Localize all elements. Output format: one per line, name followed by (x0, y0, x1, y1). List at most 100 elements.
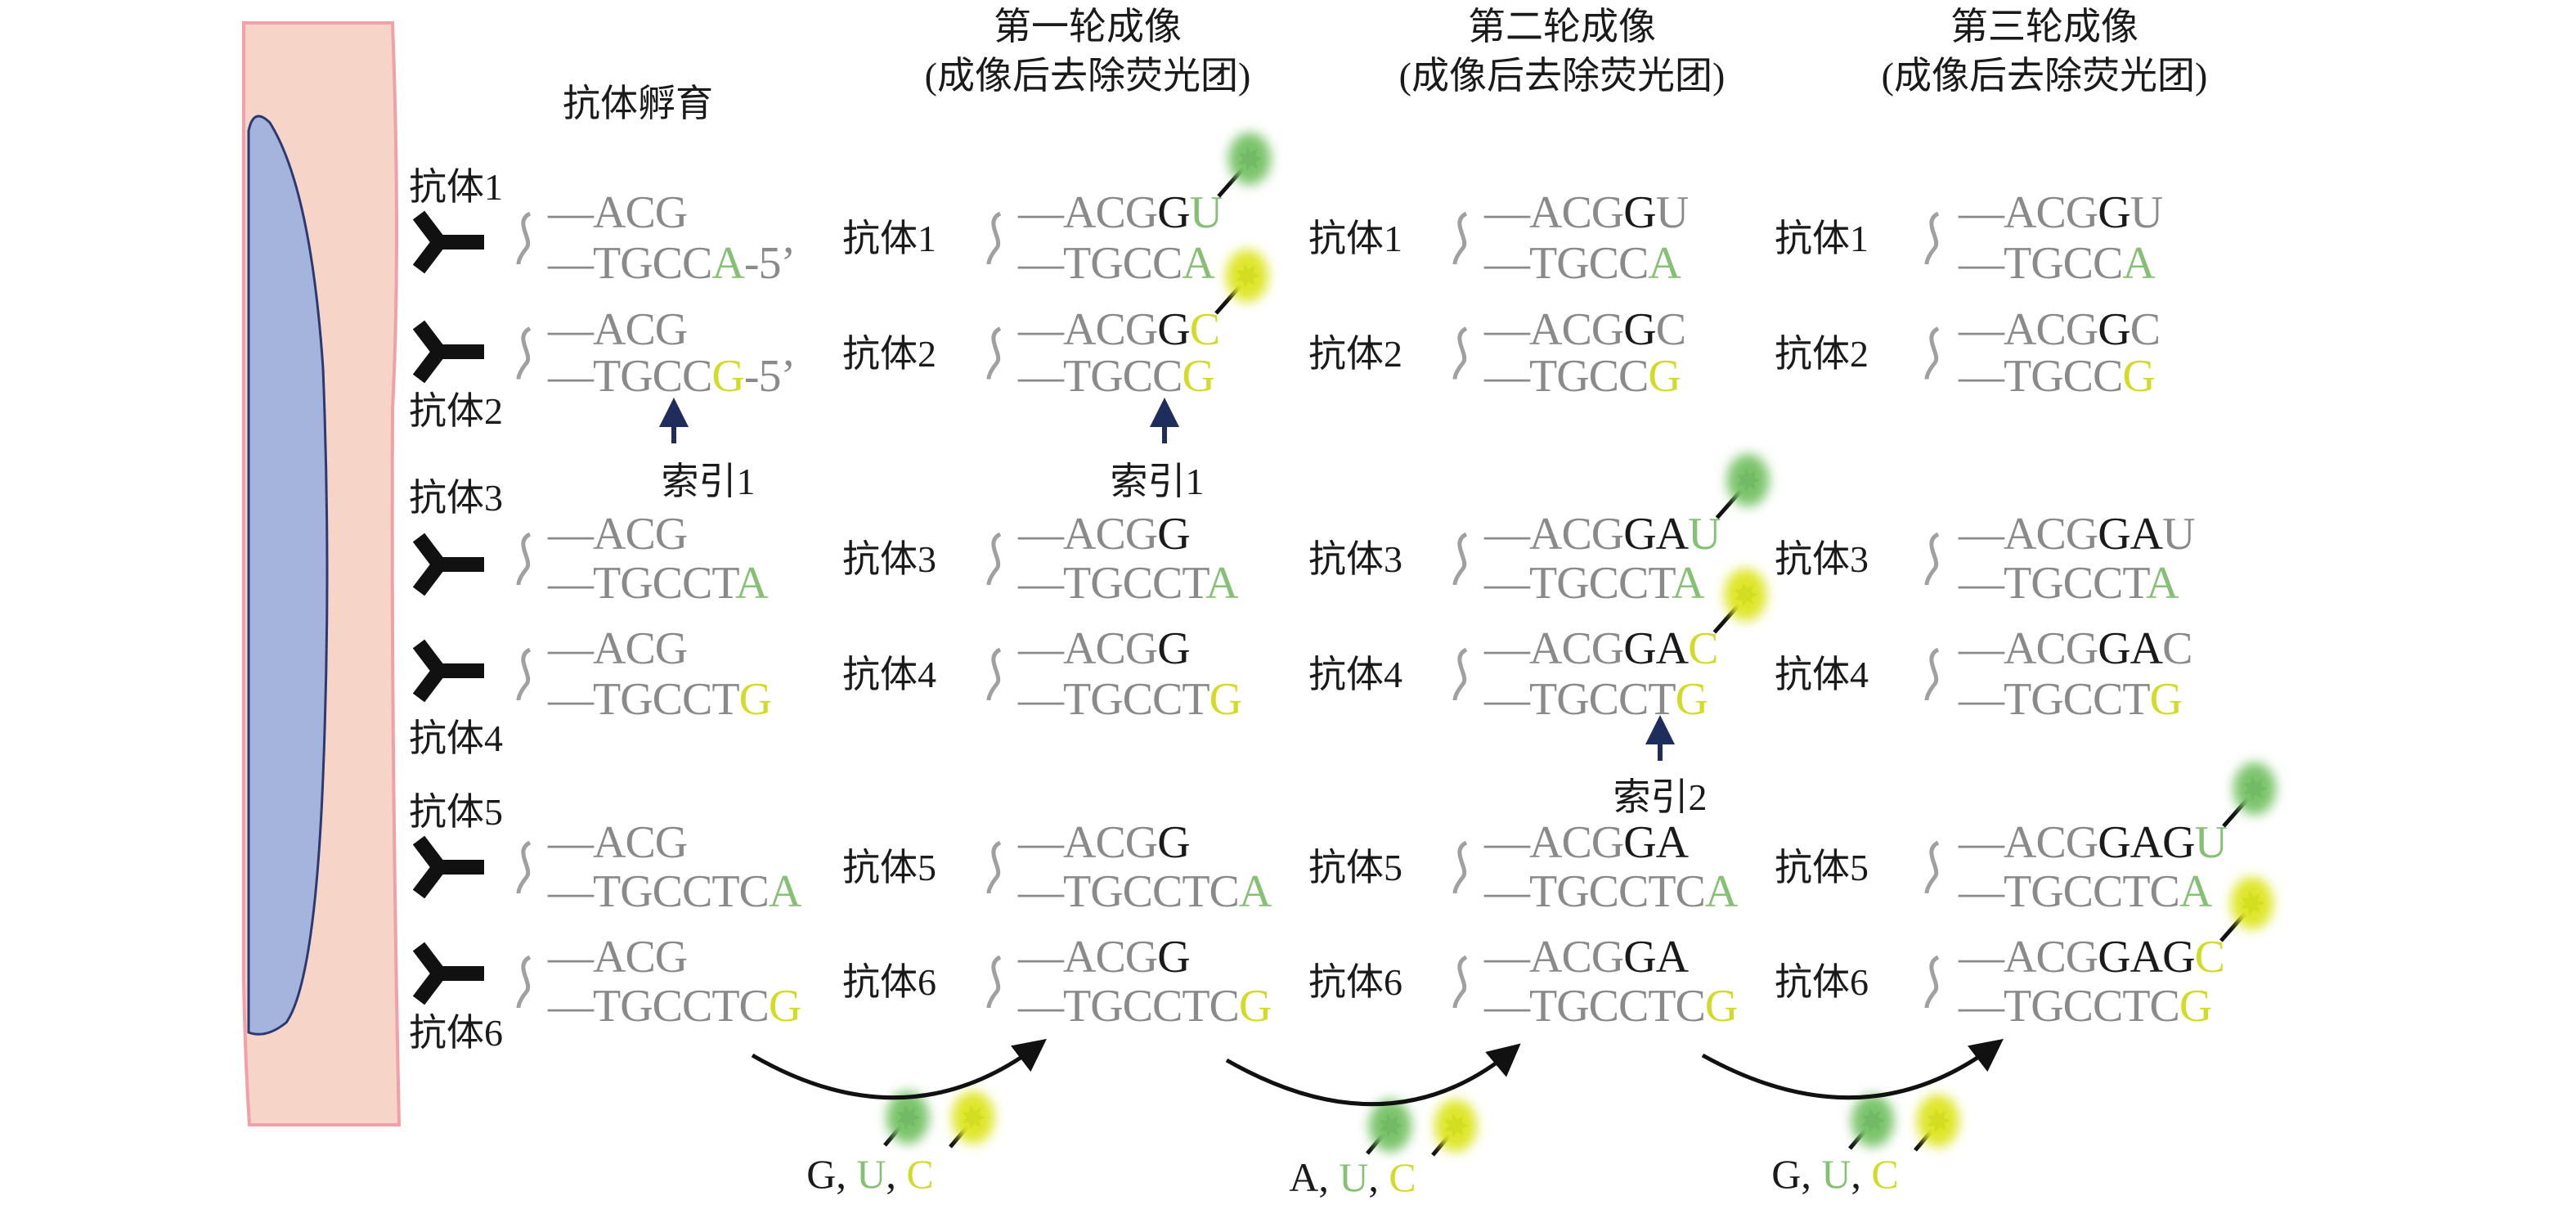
base-segment: G (1209, 674, 1242, 725)
base-segment: C (1189, 304, 1220, 355)
base-segment: —ACG (1018, 623, 1158, 674)
antibody-label: 抗体4 (1775, 654, 1869, 695)
antibody-label: 抗体5 (842, 847, 936, 888)
upper-strand: —ACGGA (1484, 820, 1689, 866)
base-segment: —TGCCTC (1484, 866, 1706, 917)
base-segment: GAG (2098, 932, 2195, 982)
antibody-label: 抗体3 (842, 538, 936, 580)
linker-squiggle-icon (1924, 211, 1940, 265)
antibody-label: 抗体4 (1308, 654, 1402, 695)
upper-strand: —ACGGAC (1959, 626, 2192, 672)
linker-squiggle-icon (516, 326, 532, 380)
antibody-icon (412, 835, 484, 899)
base-segment: —TGCC (548, 351, 712, 402)
upper-strand: —ACGGAC (1484, 623, 1718, 674)
base-segment: GA (1623, 509, 1689, 560)
base-segment: —ACG (1018, 187, 1158, 238)
antibody-label-5: 抗体5 (409, 791, 503, 833)
base-segment: A (2122, 238, 2155, 289)
upper-strand: —ACG (548, 820, 688, 866)
base-segment: —TGCCT (1959, 558, 2147, 609)
lower-strand: —TGCCTCG (1484, 983, 1738, 1029)
upper-strand: —ACGGAU (1959, 509, 2196, 560)
antibody-label: 抗体4 (842, 654, 936, 695)
linker-squiggle-icon (1452, 532, 1468, 586)
antibody-label: 抗体6 (1775, 961, 1869, 1003)
antibody-label: 抗体6 (842, 961, 936, 1003)
base-segment: —TGCC (1484, 351, 1649, 402)
lower-strand: —TGCCTA (1959, 560, 2179, 606)
upper-strand: —ACGG (1018, 623, 1191, 674)
base-segment: G (1182, 351, 1214, 402)
base-segment: U (1189, 187, 1223, 238)
base-segment: —TGCCT (1484, 674, 1676, 725)
linker-squiggle-icon (1924, 840, 1940, 894)
lower-strand: —TGCCA-5’ (548, 238, 796, 289)
linker-squiggle-icon (986, 840, 1002, 894)
base-segment: A (711, 238, 744, 289)
base-segment: A (2179, 866, 2212, 917)
base-segment: —TGCC (1484, 238, 1649, 289)
base-segment: —TGCC (548, 238, 712, 289)
round3-title: 第三轮成像 (1950, 6, 2138, 47)
round-arrow-1 (751, 1038, 1047, 1100)
antibody-label-2: 抗体2 (409, 390, 503, 432)
base-segment: —ACG (548, 509, 688, 560)
linker-squiggle-icon (1452, 955, 1468, 1009)
upper-strand: —ACGGC (1018, 304, 1220, 355)
base-segment: G (2122, 351, 2155, 402)
base-segment: —ACG (1018, 817, 1158, 868)
base-segment: —ACG (1959, 817, 2098, 868)
base-segment: , (886, 1151, 907, 1197)
base-segment: —ACG (548, 304, 688, 355)
base-segment: U (2129, 187, 2163, 238)
base-segment: A (2146, 558, 2179, 609)
lower-strand: —TGCCTCA (1018, 869, 1272, 915)
base-segment: —TGCCTC (1018, 981, 1240, 1032)
base-segment: G, (806, 1151, 857, 1197)
base-segment: GA (1623, 932, 1689, 982)
linker-squiggle-icon (986, 955, 1002, 1009)
lower-strand: —TGCCTG (548, 677, 772, 722)
index-label-3: 索引2 (1613, 776, 1708, 818)
base-segment: U (2162, 509, 2195, 560)
lower-strand: —TGCCA (1018, 241, 1215, 286)
nucleotide-set-1: G, U, C (806, 1153, 934, 1194)
antibody-label: 抗体1 (1775, 218, 1869, 259)
linker-squiggle-icon (1924, 647, 1940, 701)
linker-squiggle-icon (1452, 840, 1468, 894)
base-segment: —ACG (548, 187, 688, 238)
base-segment: —TGCCT (1018, 674, 1210, 725)
linker-squiggle-icon (986, 326, 1002, 380)
antibody-label-1: 抗体1 (409, 166, 503, 208)
base-segment: —TGCCTC (1959, 981, 2180, 1032)
base-segment: U (1655, 187, 1689, 238)
antibody-label: 抗体1 (842, 218, 936, 259)
base-segment: A (1672, 558, 1704, 609)
round1-title: 第一轮成像 (994, 6, 1182, 47)
linker-squiggle-icon (1452, 647, 1468, 701)
linker-squiggle-icon (986, 211, 1002, 265)
upper-strand: —ACGG (1018, 511, 1191, 557)
lower-strand: —TGCCTA (548, 560, 769, 606)
linker-squiggle-icon (516, 647, 532, 701)
base-segment: G (1157, 304, 1190, 355)
base-segment: C (906, 1151, 934, 1197)
linker-squiggle-icon (516, 532, 532, 586)
linker-squiggle-icon (1924, 955, 1940, 1009)
base-segment: G (2149, 674, 2183, 725)
lower-strand: —TGCCTCG (548, 983, 801, 1029)
antibody-label: 抗体3 (1775, 538, 1869, 580)
linker-squiggle-icon (516, 840, 532, 894)
base-segment: —ACG (1959, 187, 2098, 238)
antibody-label-4: 抗体4 (409, 717, 503, 759)
base-segment: G (711, 351, 744, 402)
base-segment: -5’ (743, 351, 796, 402)
antibody-icon (412, 639, 484, 703)
base-segment: U (1821, 1151, 1851, 1197)
base-segment: —ACG (1484, 623, 1624, 674)
antibody-icon (412, 320, 484, 384)
base-segment: G (1238, 981, 1272, 1032)
lower-strand: —TGCCG (1484, 353, 1681, 399)
lower-strand: —TGCCG (1959, 351, 2156, 402)
